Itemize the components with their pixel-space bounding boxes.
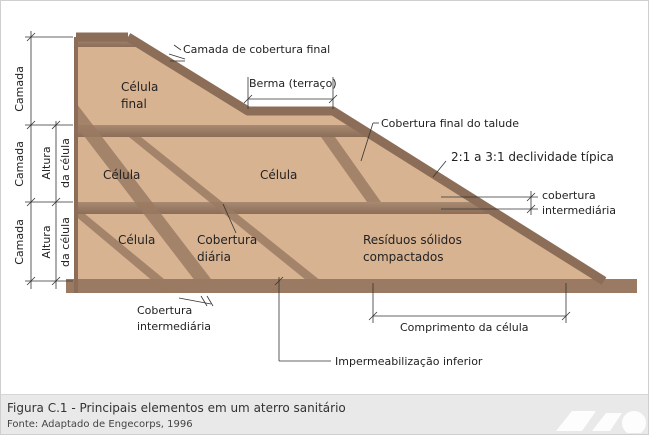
cell-length-annotation: Comprimento da célula	[400, 321, 529, 334]
final-cell-label-line2: final	[121, 97, 147, 111]
daily-cover-label-line2: diária	[197, 250, 231, 264]
bottom-liner-annotation: Impermeabilização inferior	[335, 355, 483, 368]
middle-cell-right-label: Célula	[260, 168, 297, 182]
intermediate-cover-bottom-line2: intermediária	[137, 320, 211, 333]
intermediate-cover-band-lower	[76, 202, 604, 214]
bottom-cell-left-label: Célula	[118, 233, 155, 247]
left-dimensions	[25, 31, 73, 289]
logo-decoration-icon	[556, 411, 646, 433]
slope-final-cover	[125, 33, 607, 285]
annotation-leaders	[168, 44, 571, 362]
cell-height-bottom-line2: da célula	[59, 217, 72, 267]
daily-cover-diagonal-1	[76, 99, 211, 286]
daily-cover-diagonal-4	[321, 137, 381, 202]
caption-bar: Figura C.1 - Principais elementos em um …	[1, 394, 648, 434]
daily-cover-diagonal-3	[76, 214, 181, 293]
intermediate-cover-right-line1: cobertura	[542, 189, 596, 202]
final-cell-label-line1: Célula	[121, 80, 158, 94]
intermediate-cover-right-line2: intermediária	[542, 204, 616, 217]
waste-label-line1: Resíduos sólidos	[363, 233, 462, 247]
figure-caption-title: Figura C.1 - Principais elementos em um …	[7, 401, 346, 415]
layer-middle-label: Camada	[13, 141, 26, 187]
berm-annotation: Berma (terraço)	[249, 77, 337, 90]
figure-caption-source: Fonte: Adaptado de Engecorps, 1996	[7, 419, 193, 430]
cell-height-middle-line1: Altura	[40, 146, 53, 179]
layer-top-label: Camada	[13, 66, 26, 112]
slope-ratio-annotation: 2:1 a 3:1 declividade típica	[451, 150, 614, 164]
landfill-diagram: Célula final Célula Célula Célula Cobert…	[13, 31, 637, 368]
cell-height-middle-line2: da célula	[59, 138, 72, 188]
daily-cover-diagonal-2	[129, 137, 336, 293]
slope-final-cover-annotation: Cobertura final do talude	[381, 117, 519, 130]
daily-cover-label-line1: Cobertura	[197, 233, 257, 247]
bottom-liner-band	[76, 279, 604, 293]
cell-height-bottom-line1: Altura	[40, 225, 53, 258]
middle-cell-left-label: Célula	[103, 168, 140, 182]
layer-bottom-label: Camada	[13, 219, 26, 265]
intermediate-cover-bottom-line1: Cobertura	[137, 304, 192, 317]
waste-label-line2: compactados	[363, 250, 443, 264]
intermediate-cover-band-upper	[76, 125, 604, 137]
final-cover-annotation: Camada de cobertura final	[183, 43, 330, 56]
